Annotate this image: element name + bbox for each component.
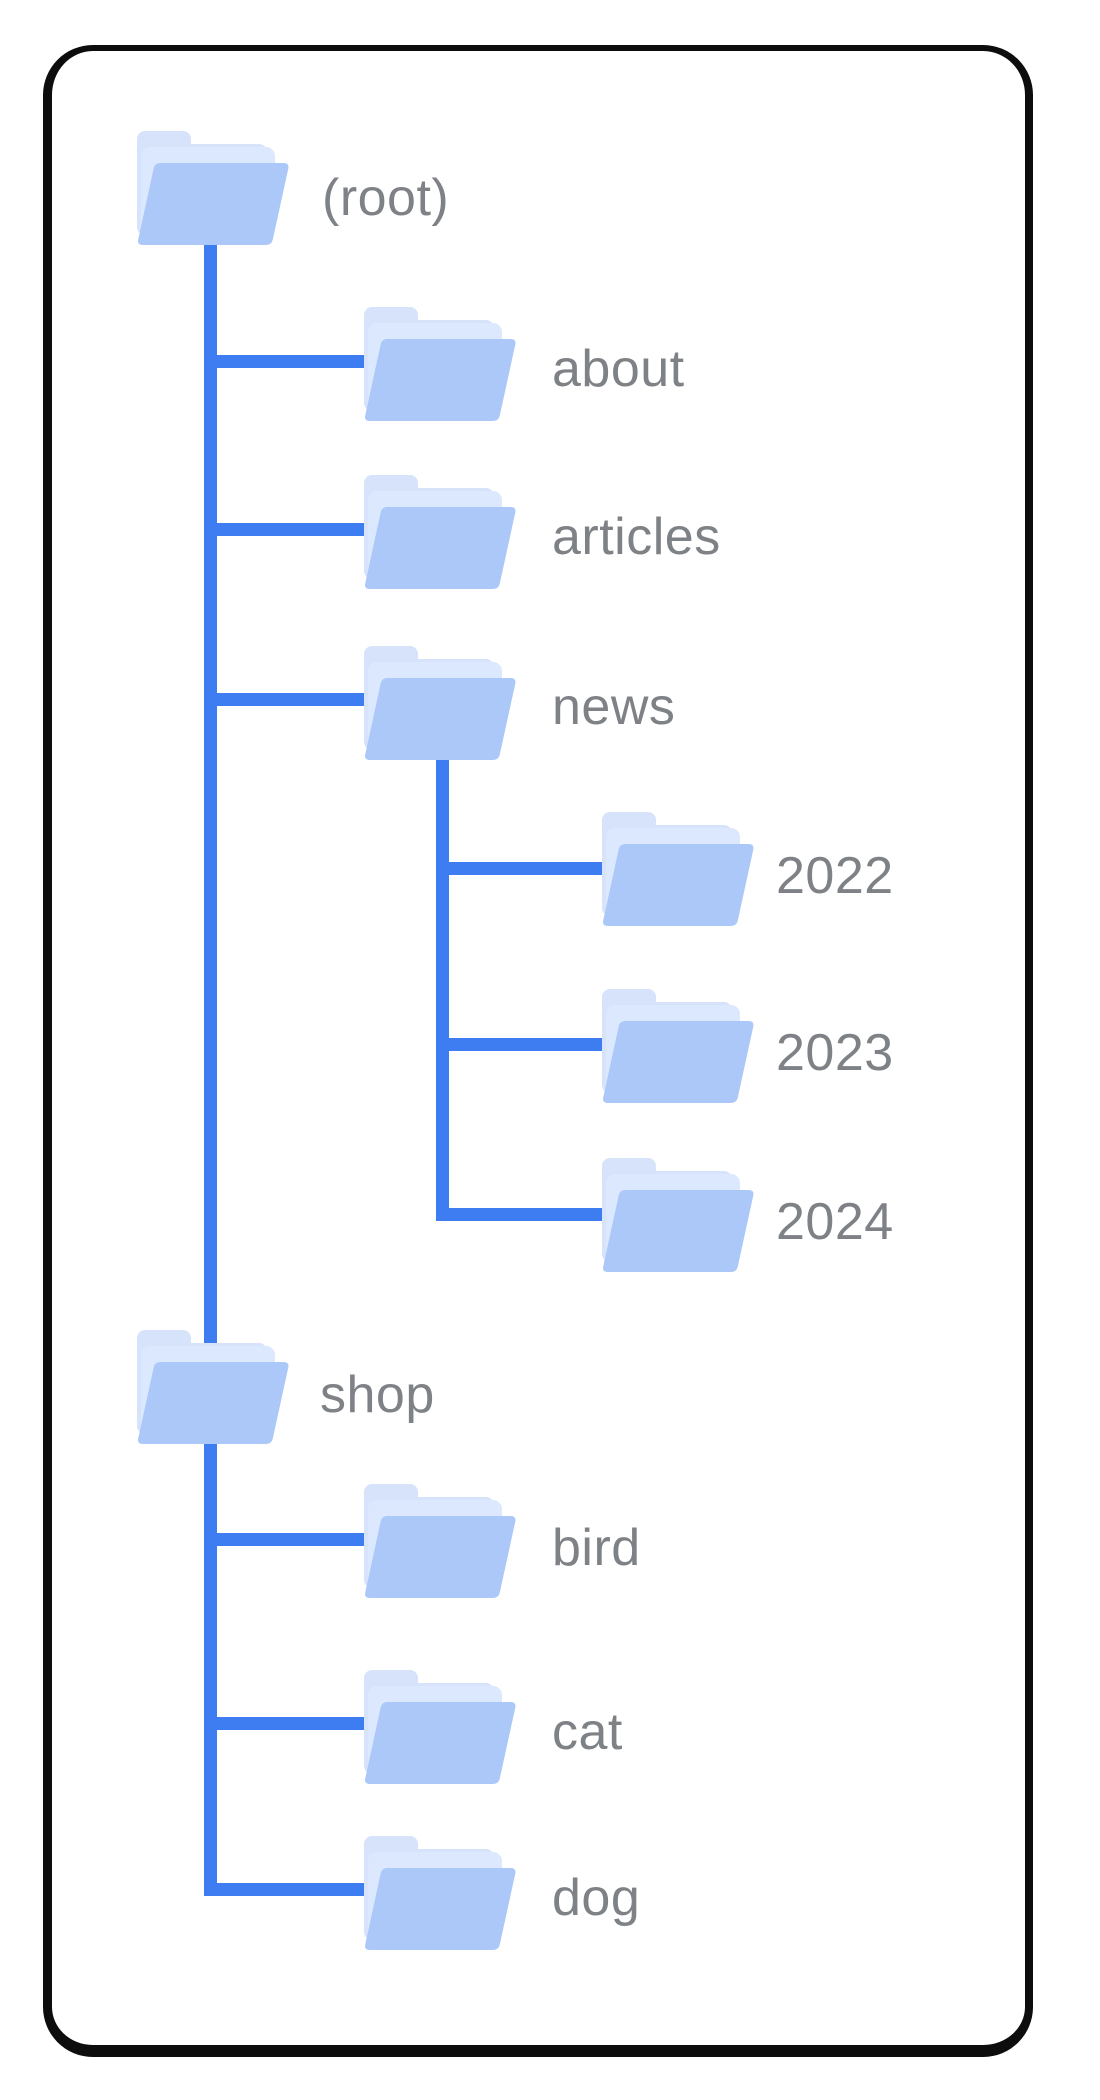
node-label-cat: cat bbox=[552, 1703, 623, 1761]
connector-branch-news bbox=[204, 693, 401, 706]
open-folder-icon bbox=[364, 475, 516, 589]
node-label-2023: 2023 bbox=[776, 1024, 894, 1082]
tree-node-cat bbox=[363, 1670, 517, 1784]
tree-node-2024 bbox=[601, 1158, 755, 1272]
tree-node-articles bbox=[363, 475, 517, 589]
node-label-dog: dog bbox=[552, 1869, 641, 1927]
node-label-2024: 2024 bbox=[776, 1193, 894, 1251]
node-label-about: about bbox=[552, 340, 685, 398]
open-folder-icon bbox=[602, 989, 754, 1103]
tree-node-about bbox=[363, 307, 517, 421]
tree-node-root bbox=[136, 131, 290, 245]
connector-trunk-news bbox=[436, 752, 449, 1220]
open-folder-icon bbox=[364, 307, 516, 421]
open-folder-icon bbox=[364, 1836, 516, 1950]
tree-node-news bbox=[363, 646, 517, 760]
open-folder-icon bbox=[364, 1484, 516, 1598]
node-label-news: news bbox=[552, 678, 676, 736]
node-label-bird: bird bbox=[552, 1519, 641, 1577]
node-label-2022: 2022 bbox=[776, 847, 894, 905]
tree-node-shop bbox=[136, 1330, 290, 1444]
open-folder-icon bbox=[364, 1670, 516, 1784]
tree-node-dog bbox=[363, 1836, 517, 1950]
connector-trunk-root bbox=[204, 236, 217, 1896]
node-label-shop: shop bbox=[320, 1366, 435, 1424]
diagram-frame-border bbox=[43, 45, 1033, 2057]
tree-node-2023 bbox=[601, 989, 755, 1103]
open-folder-icon bbox=[602, 812, 754, 926]
open-folder-icon bbox=[137, 131, 289, 245]
connector-branch-articles bbox=[204, 523, 401, 536]
open-folder-icon bbox=[602, 1158, 754, 1272]
tree-node-2022 bbox=[601, 812, 755, 926]
open-folder-icon bbox=[364, 646, 516, 760]
node-label-root: (root) bbox=[322, 169, 450, 227]
node-label-articles: articles bbox=[552, 508, 721, 566]
open-folder-icon bbox=[137, 1330, 289, 1444]
tree-node-bird bbox=[363, 1484, 517, 1598]
connector-branch-about bbox=[204, 355, 401, 368]
